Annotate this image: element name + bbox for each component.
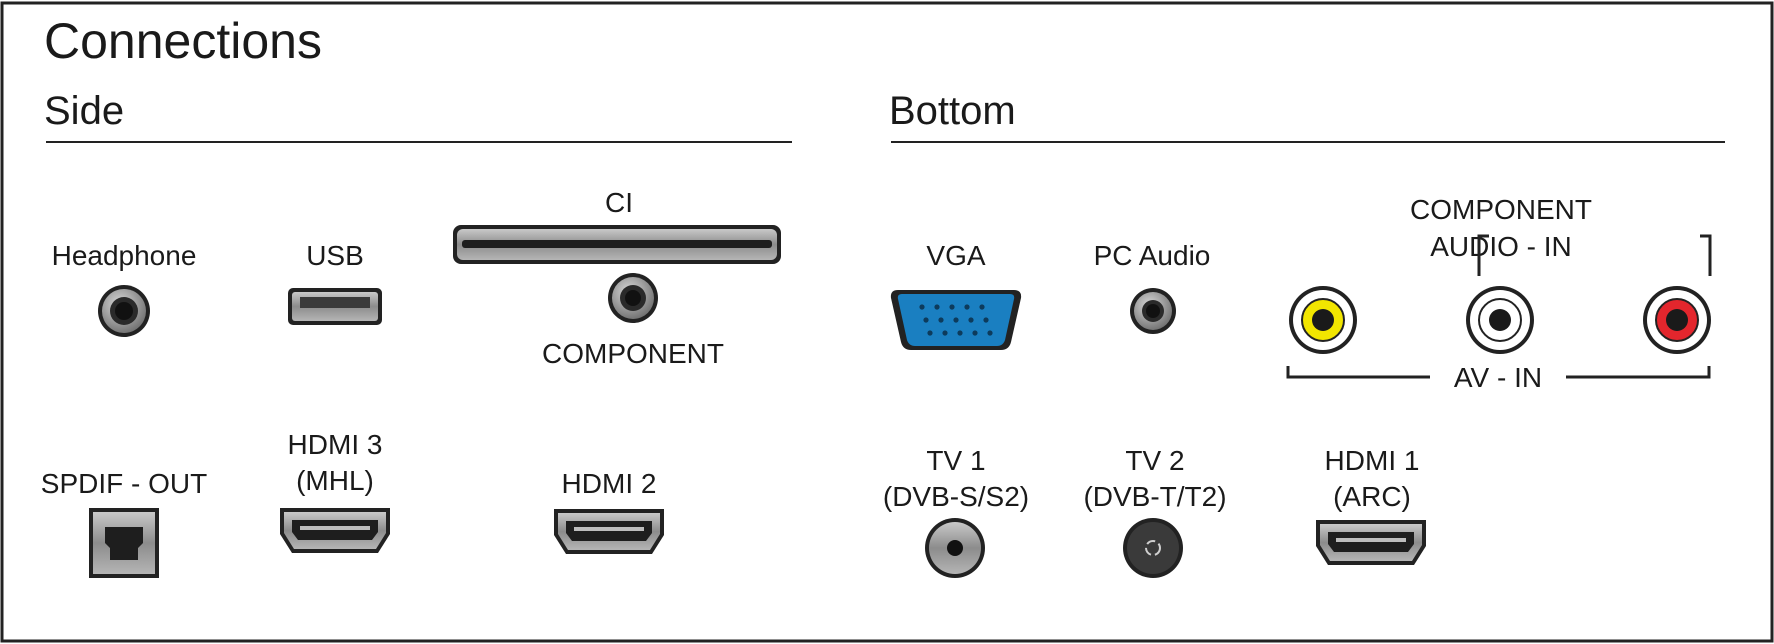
headphone-label: Headphone (52, 240, 197, 271)
section-side-heading: Side (44, 89, 124, 133)
tv2-label-line1: TV 2 (1125, 445, 1184, 476)
hdmi3-port-icon (280, 508, 390, 553)
vga-port-icon (890, 290, 1022, 350)
hdmi1-label-line2: (ARC) (1333, 481, 1411, 512)
section-bottom-heading: Bottom (889, 89, 1016, 133)
tv1-satellite-connector-icon (925, 518, 985, 578)
rca-red-jack-icon (1643, 286, 1711, 354)
vga-label: VGA (926, 240, 985, 271)
tv2-label-line2: (DVB-T/T2) (1083, 481, 1226, 512)
tv2-antenna-connector-icon (1123, 518, 1183, 578)
ci-label: CI (605, 187, 633, 218)
component-audio-label-line2: AUDIO - IN (1430, 231, 1572, 262)
component-jack-icon (608, 273, 658, 323)
component-audio-label-line1: COMPONENT (1410, 194, 1592, 225)
ci-slot-icon (453, 225, 781, 264)
pc-audio-jack-icon (1130, 288, 1176, 334)
rca-video-jack-icon (1289, 286, 1357, 354)
hdmi2-label: HDMI 2 (562, 468, 657, 499)
av-in-bracket (1286, 366, 1711, 379)
page-title: Connections (44, 13, 322, 69)
tv1-label-line2: (DVB-S/S2) (883, 481, 1029, 512)
component-audio-bracket (1477, 234, 1712, 276)
hdmi3-label-line1: HDMI 3 (288, 429, 383, 460)
spdif-optical-port-icon (89, 508, 159, 578)
usb-label: USB (306, 240, 364, 271)
usb-port-icon (288, 288, 382, 325)
hdmi1-label-line1: HDMI 1 (1325, 445, 1420, 476)
tv1-label-line1: TV 1 (926, 445, 985, 476)
av-in-label: AV - IN (1454, 362, 1542, 393)
pc-audio-label: PC Audio (1094, 240, 1211, 271)
rca-white-jack-icon (1466, 286, 1534, 354)
hdmi2-port-icon (554, 509, 664, 554)
hdmi1-port-icon (1316, 520, 1426, 565)
spdif-out-label: SPDIF - OUT (41, 468, 207, 499)
hdmi3-label-line2: (MHL) (296, 465, 374, 496)
component-label: COMPONENT (542, 338, 724, 369)
headphone-jack-icon (98, 285, 150, 337)
